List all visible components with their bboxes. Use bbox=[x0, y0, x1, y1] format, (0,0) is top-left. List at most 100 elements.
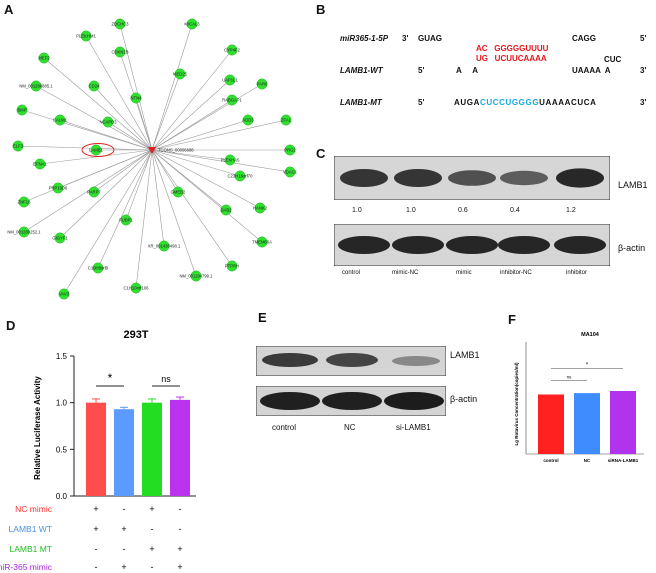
network-node: MICAL3 bbox=[184, 18, 200, 30]
chart-d-bar bbox=[86, 402, 106, 496]
mt-seq-mutant: CUCCUGGGG bbox=[479, 98, 540, 107]
mt-seq-a: AUGA bbox=[454, 98, 480, 107]
network-edge bbox=[125, 149, 153, 221]
network-edge bbox=[151, 119, 249, 151]
blot-c-lamb1-label: LAMB1 bbox=[618, 180, 648, 190]
network-node: CDKN1B bbox=[112, 46, 129, 58]
chart-f-bar bbox=[610, 391, 636, 454]
blot-c-band bbox=[340, 169, 388, 187]
network-node: EFNA1 bbox=[33, 158, 47, 170]
chart-f-xtick-label: siRNA-LAMB1 bbox=[608, 458, 639, 463]
network-node-label: C23H16orf70 bbox=[228, 174, 254, 179]
blot-c-lamb1-svg bbox=[333, 155, 611, 201]
chart-d-ytick-label: 0.0 bbox=[56, 492, 68, 501]
blot-c-band bbox=[394, 169, 442, 187]
wt-seq-left: A A bbox=[456, 66, 479, 75]
chart-d-row-mark: + bbox=[149, 544, 154, 554]
mir-seed-red-1: AC GGGGGUUUU bbox=[476, 44, 549, 53]
blot-c-actin-band bbox=[392, 236, 444, 254]
network-node-label: MICAL3 bbox=[184, 22, 200, 27]
network-node-label: VDAC1 bbox=[283, 170, 298, 175]
wt-label: LAMB1-WT bbox=[340, 66, 383, 75]
wt-5prime: 5' bbox=[418, 66, 425, 75]
network-node: C1H10orf106 bbox=[124, 282, 149, 294]
network-node-label: ZFA1 bbox=[281, 118, 292, 123]
chart-f-bar bbox=[538, 394, 564, 454]
lane-mimic: mimic bbox=[456, 270, 472, 276]
network-node-label: PARP7 bbox=[87, 190, 101, 195]
network-edge bbox=[17, 145, 153, 151]
quant-4: 0.4 bbox=[510, 207, 520, 214]
chart-d-row-mark: - bbox=[123, 544, 126, 554]
mir-left-seq: GUAG bbox=[418, 34, 442, 43]
panel-label-f: F bbox=[508, 312, 516, 327]
network-node-label: PAR6 bbox=[257, 82, 268, 87]
network-node: PAR6 bbox=[256, 78, 268, 90]
chart-f-rotavirus: MA104 Lg Rotavirus Concentration(copies/… bbox=[514, 332, 644, 463]
quant-2: 1.0 bbox=[406, 207, 416, 214]
chart-d-bar bbox=[170, 399, 190, 496]
network-node: UAP1L1 bbox=[222, 74, 238, 86]
network-edge bbox=[151, 149, 263, 243]
wt-seq-right: UAAAA A bbox=[572, 66, 611, 75]
chart-d-row-mark: - bbox=[179, 504, 182, 514]
network-node: MEF2 bbox=[38, 52, 50, 64]
network-node: DAB2 bbox=[221, 204, 232, 216]
network-node-label: NTN4 bbox=[131, 96, 143, 101]
network-node: NTN4 bbox=[131, 92, 143, 104]
mir-5prime: 5' bbox=[640, 34, 647, 43]
blot-e-lamb1 bbox=[255, 345, 447, 377]
chart-d-row-mark: + bbox=[93, 524, 98, 534]
chart-d-row-mark: + bbox=[177, 562, 182, 572]
network-node: CYP4F2 bbox=[224, 44, 241, 56]
chart-f-xtick-label: control bbox=[543, 458, 558, 463]
network-edge bbox=[93, 149, 153, 193]
chart-f-bar bbox=[574, 393, 600, 454]
network-node: NCAPD3 bbox=[100, 116, 117, 128]
network-edge bbox=[23, 149, 153, 233]
network-node: ADD3 bbox=[242, 114, 254, 126]
network-edge bbox=[43, 57, 153, 151]
quant-1: 1.0 bbox=[352, 207, 362, 214]
network-node-label: HANK2 bbox=[253, 206, 268, 211]
mt-seq: AUGACUCCUGGGGUAAAACUCA bbox=[454, 98, 597, 107]
chart-d-row-mark: - bbox=[151, 524, 154, 534]
blot-c-actin-band bbox=[338, 236, 390, 254]
network-node-label: CD24 bbox=[89, 84, 100, 89]
network-edge bbox=[151, 73, 181, 151]
network-node-label: VAV3 bbox=[59, 292, 70, 297]
network-node-label: PRP19D6 bbox=[49, 186, 68, 191]
network-node: PRP19D6 bbox=[49, 182, 68, 194]
chart-d-bar bbox=[142, 402, 162, 496]
chart-d-row-mark: - bbox=[123, 504, 126, 514]
chart-d-ytick-label: 0.5 bbox=[56, 445, 68, 454]
network-node: NM_001288885.1 bbox=[19, 80, 53, 92]
mir-label: miR365-1-5P bbox=[340, 34, 389, 43]
network-edge bbox=[151, 149, 261, 209]
blot-c-band bbox=[500, 170, 548, 186]
panel-label-a: A bbox=[4, 2, 14, 17]
wt-3prime: 3' bbox=[640, 66, 647, 75]
network-edge bbox=[151, 149, 197, 277]
network-node-label: ELF3 bbox=[13, 144, 24, 149]
network-node: BMP bbox=[16, 104, 28, 116]
chart-d-title: 293T bbox=[123, 329, 148, 341]
chart-d-sig-label: * bbox=[108, 371, 113, 385]
mir-seed-red-2: UG UCUUCAAAA bbox=[476, 54, 547, 63]
network-node: NM_001289252.1 bbox=[7, 226, 41, 238]
chart-d-bar bbox=[114, 409, 134, 496]
quant-3: 0.6 bbox=[458, 207, 468, 214]
network-node: ZNF16 bbox=[18, 196, 31, 208]
panel-label-b: B bbox=[316, 2, 326, 17]
blot-c-actin bbox=[333, 223, 611, 267]
blot-c-lamb1 bbox=[333, 155, 611, 201]
chart-d-ylabel: Relative Luciferase Activity bbox=[33, 376, 42, 480]
network-edge bbox=[151, 149, 165, 247]
network-edge bbox=[39, 149, 153, 165]
mt-5prime: 5' bbox=[418, 98, 425, 107]
network-edge bbox=[151, 149, 179, 193]
blot-c-actin-band bbox=[498, 236, 550, 254]
network-edge bbox=[151, 99, 233, 151]
